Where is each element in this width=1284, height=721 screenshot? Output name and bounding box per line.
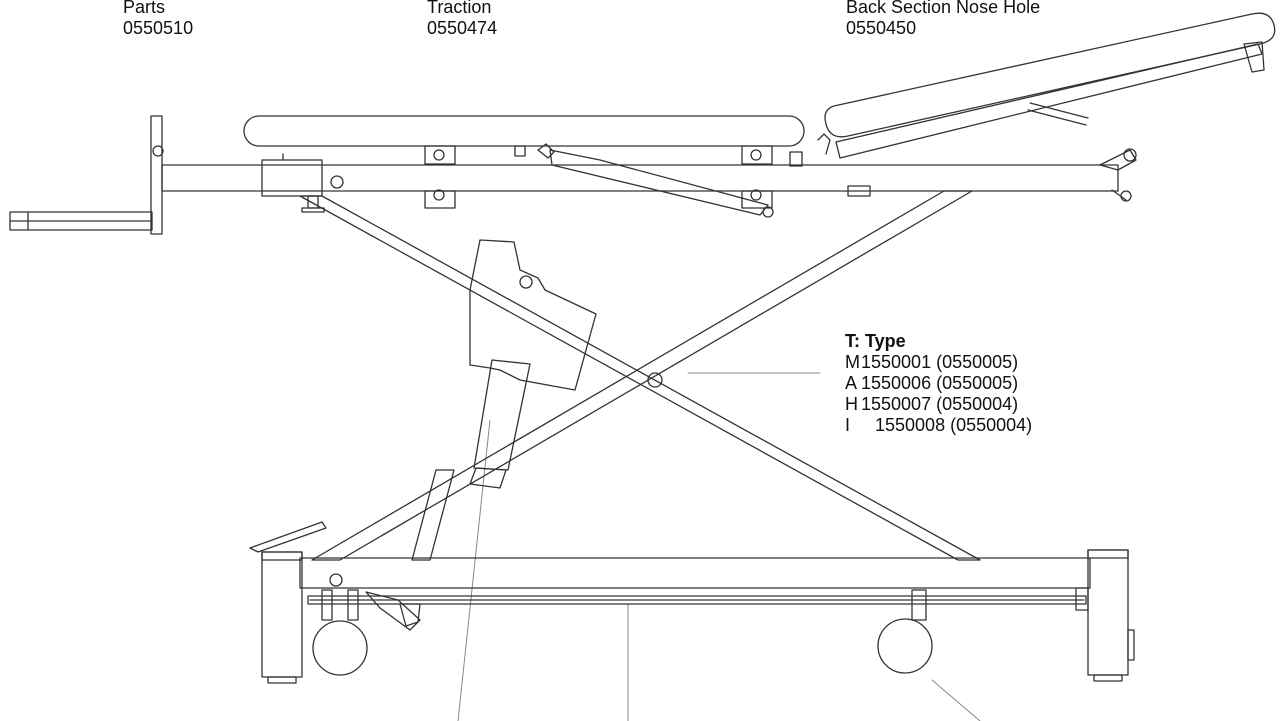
type-value: 1550008 (0550004) xyxy=(875,415,1033,435)
type-letter: H xyxy=(845,394,858,414)
flat-cushion xyxy=(243,115,871,218)
label-traction-code: 0550474 xyxy=(427,18,498,38)
left-leg xyxy=(261,551,368,684)
label-parts-name: Parts xyxy=(123,0,166,17)
parts-bracket xyxy=(9,115,164,235)
scissor-arms xyxy=(299,190,981,561)
leader-lines xyxy=(457,372,981,721)
motor-actuator xyxy=(411,239,597,561)
type-value: 1550007 (0550004) xyxy=(861,394,1019,414)
label-back-section-code: 0550450 xyxy=(846,18,917,38)
type-legend-row: I 1550008 (0550004) xyxy=(845,415,1032,436)
label-back-section: Back Section Nose Hole 0550450 xyxy=(846,0,1040,39)
label-back-section-name: Back Section Nose Hole xyxy=(846,0,1041,17)
label-traction: Traction 0550474 xyxy=(427,0,497,39)
right-leg xyxy=(877,549,1135,682)
label-parts-code: 0550510 xyxy=(123,18,194,38)
top-rail xyxy=(161,153,1119,213)
type-letter: A xyxy=(845,373,858,393)
type-value: 1550001 (0550005) xyxy=(861,352,1019,372)
label-parts: Parts 0550510 xyxy=(123,0,193,39)
leader-line-wheel xyxy=(931,679,981,721)
type-letter: M xyxy=(845,352,860,372)
type-letter: I xyxy=(845,415,851,435)
label-traction-name: Traction xyxy=(427,0,492,17)
base-frame xyxy=(249,521,1091,631)
leader-line-motor xyxy=(457,419,491,721)
type-value: 1550006 (0550005) xyxy=(861,373,1019,393)
type-legend-title: T: Type xyxy=(845,331,906,351)
back-section xyxy=(817,12,1276,202)
type-legend-row: M1550001 (0550005) xyxy=(845,352,1032,373)
